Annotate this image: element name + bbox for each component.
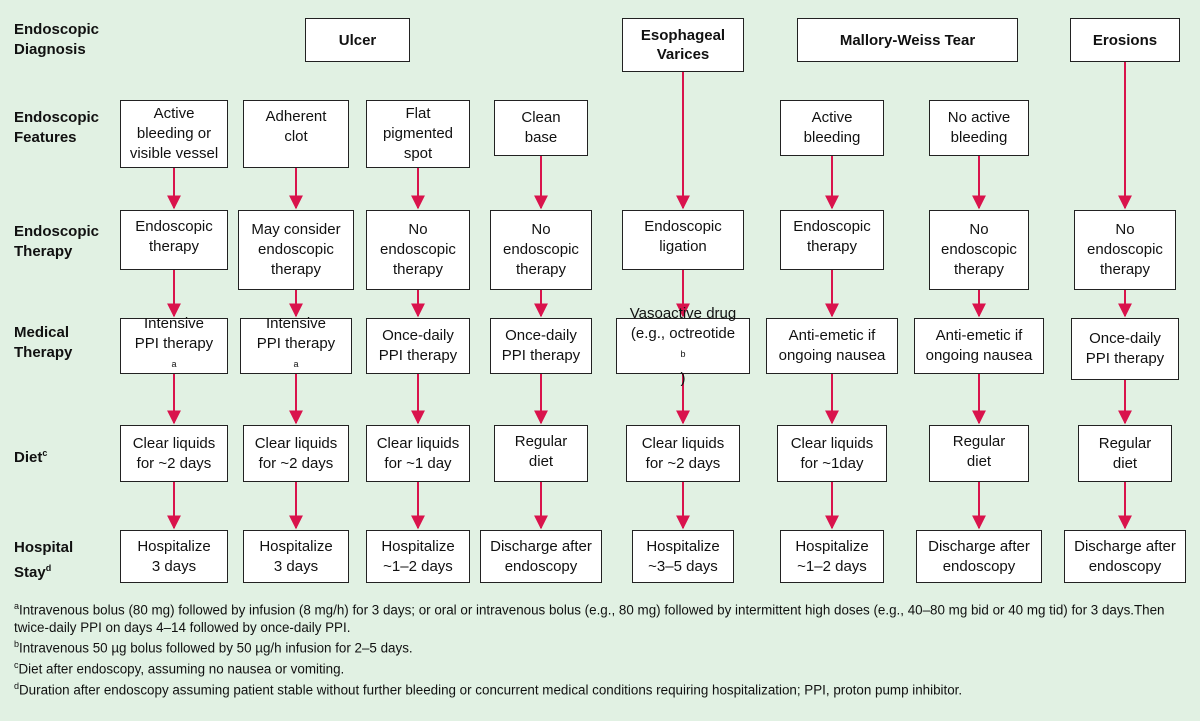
diagnosis-esophageal-varices: Esophageal Varices xyxy=(622,18,744,72)
diet-clear-liquids-5: Clear liquids for ~2 days xyxy=(626,425,740,482)
row-label-therapy: Endoscopic Therapy xyxy=(14,223,100,260)
stay-hospitalize-1: Hospitalize 3 days xyxy=(120,530,228,583)
diet-clear-liquids-6: Clear liquids for ~1day xyxy=(777,425,887,482)
stay-hospitalize-3: Hospitalize ~1–2 days xyxy=(366,530,470,583)
medical-once-daily-ppi-4: Once-daily PPI therapy xyxy=(490,318,592,374)
medical-anti-emetic-7: Anti-emetic if ongoing nausea xyxy=(914,318,1044,374)
stay-hospitalize-6: Hospitalize ~1–2 days xyxy=(780,530,884,583)
row-label-features: Endoscopic Features xyxy=(14,109,100,146)
medical-anti-emetic-6: Anti-emetic if ongoing nausea xyxy=(766,318,898,374)
diet-clear-liquids-1: Clear liquids for ~2 days xyxy=(120,425,228,482)
diet-clear-liquids-3: Clear liquids for ~1 day xyxy=(366,425,470,482)
therapy-endoscopic-ligation: Endoscopic ligation xyxy=(622,210,744,270)
stay-hospitalize-2: Hospitalize 3 days xyxy=(243,530,349,583)
diet-regular-4: Regular diet xyxy=(494,425,588,482)
stay-hospitalize-5: Hospitalize ~3–5 days xyxy=(632,530,734,583)
stay-discharge-4: Discharge after endoscopy xyxy=(480,530,602,583)
therapy-none-7: No endoscopic therapy xyxy=(929,210,1029,290)
therapy-endoscopic-6: Endoscopic therapy xyxy=(780,210,884,270)
footnote-c: cDiet after endoscopy, assuming no nause… xyxy=(14,660,345,677)
footnote-b: bIntravenous 50 µg bolus followed by 50 … xyxy=(14,639,413,656)
row-label-medical: Medical Therapy xyxy=(14,324,73,361)
therapy-may-consider: May consider endoscopic therapy xyxy=(238,210,354,290)
medical-once-daily-ppi-3: Once-daily PPI therapy xyxy=(366,318,470,374)
feature-adherent-clot: Adherent clot xyxy=(243,100,349,168)
diagnosis-mallory-weiss-tear: Mallory-Weiss Tear xyxy=(797,18,1018,62)
therapy-none-8: No endoscopic therapy xyxy=(1074,210,1176,290)
medical-once-daily-ppi-8: Once-daily PPI therapy xyxy=(1071,318,1179,380)
feature-no-active-bleeding: No active bleeding xyxy=(929,100,1029,156)
footnotes: aIntravenous bolus (80 mg) followed by i… xyxy=(14,598,1190,699)
feature-active-bleeding-mwt: Active bleeding xyxy=(780,100,884,156)
feature-active-bleeding-visible-vessel: Active bleeding or visible vessel xyxy=(120,100,228,168)
feature-flat-pigmented-spot: Flat pigmented spot xyxy=(366,100,470,168)
footnote-a: aIntravenous bolus (80 mg) followed by i… xyxy=(14,601,1165,635)
therapy-none-4: No endoscopic therapy xyxy=(490,210,592,290)
therapy-endoscopic-1: Endoscopic therapy xyxy=(120,210,228,270)
feature-clean-base: Clean base xyxy=(494,100,588,156)
stay-discharge-8: Discharge after endoscopy xyxy=(1064,530,1186,583)
row-label-diet: Dietc xyxy=(14,448,48,466)
stay-discharge-7: Discharge after endoscopy xyxy=(916,530,1042,583)
diet-clear-liquids-2: Clear liquids for ~2 days xyxy=(243,425,349,482)
diet-regular-8: Regular diet xyxy=(1078,425,1172,482)
footnote-d: dDuration after endoscopy assuming patie… xyxy=(14,681,963,698)
diet-regular-7: Regular diet xyxy=(929,425,1029,482)
therapy-none-3: No endoscopic therapy xyxy=(366,210,470,290)
row-label-stay: Hospital Stayd xyxy=(14,539,74,581)
row-label-diagnosis: Endoscopic Diagnosis xyxy=(14,21,100,58)
diagnosis-erosions: Erosions xyxy=(1070,18,1180,62)
diagnosis-ulcer: Ulcer xyxy=(305,18,410,62)
